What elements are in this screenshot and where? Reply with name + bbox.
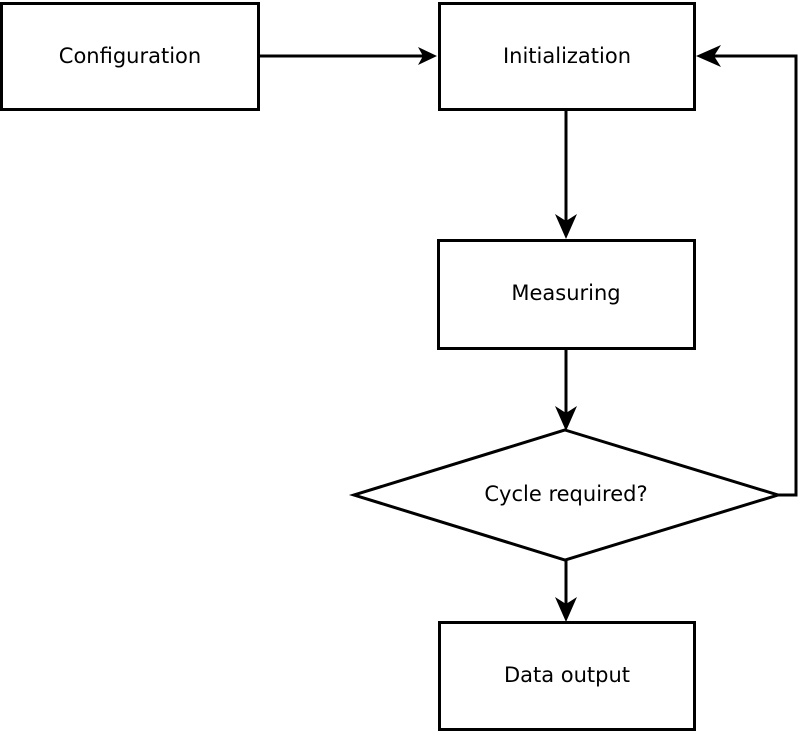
measuring-box[interactable] — [437, 239, 696, 350]
edge-measuring-to-decision — [555, 349, 577, 431]
edge-line-feedback-loop — [709, 54, 798, 497]
node-initialization[interactable]: Initialization — [438, 2, 696, 111]
arrowhead-feedback-loop — [696, 45, 721, 67]
node-data-output[interactable]: Data output — [438, 621, 696, 731]
arrowhead-config-init — [418, 47, 437, 65]
edge-decision-feedback-to-initialization — [696, 45, 798, 497]
arrowhead-decision-output — [555, 597, 577, 622]
configuration-box[interactable] — [0, 2, 260, 111]
decision-diamond[interactable] — [348, 428, 784, 562]
data-output-label: Data output — [504, 663, 630, 687]
arrowhead-init-measuring — [555, 214, 577, 239]
node-decision-cycle-required[interactable]: Cycle required? — [348, 428, 784, 562]
edge-configuration-to-initialization — [259, 47, 437, 65]
configuration-label: Configuration — [59, 44, 201, 68]
data-output-box[interactable] — [438, 621, 696, 731]
decision-label: Cycle required? — [484, 482, 647, 506]
measuring-label: Measuring — [511, 281, 620, 305]
node-configuration[interactable]: Configuration — [0, 2, 260, 111]
node-measuring[interactable]: Measuring — [437, 239, 696, 350]
edge-initialization-to-measuring — [555, 110, 577, 239]
arrowhead-measuring-decision — [555, 406, 577, 431]
initialization-label: Initialization — [503, 44, 631, 68]
edge-decision-to-data-output — [555, 560, 577, 622]
initialization-box[interactable] — [438, 2, 696, 111]
